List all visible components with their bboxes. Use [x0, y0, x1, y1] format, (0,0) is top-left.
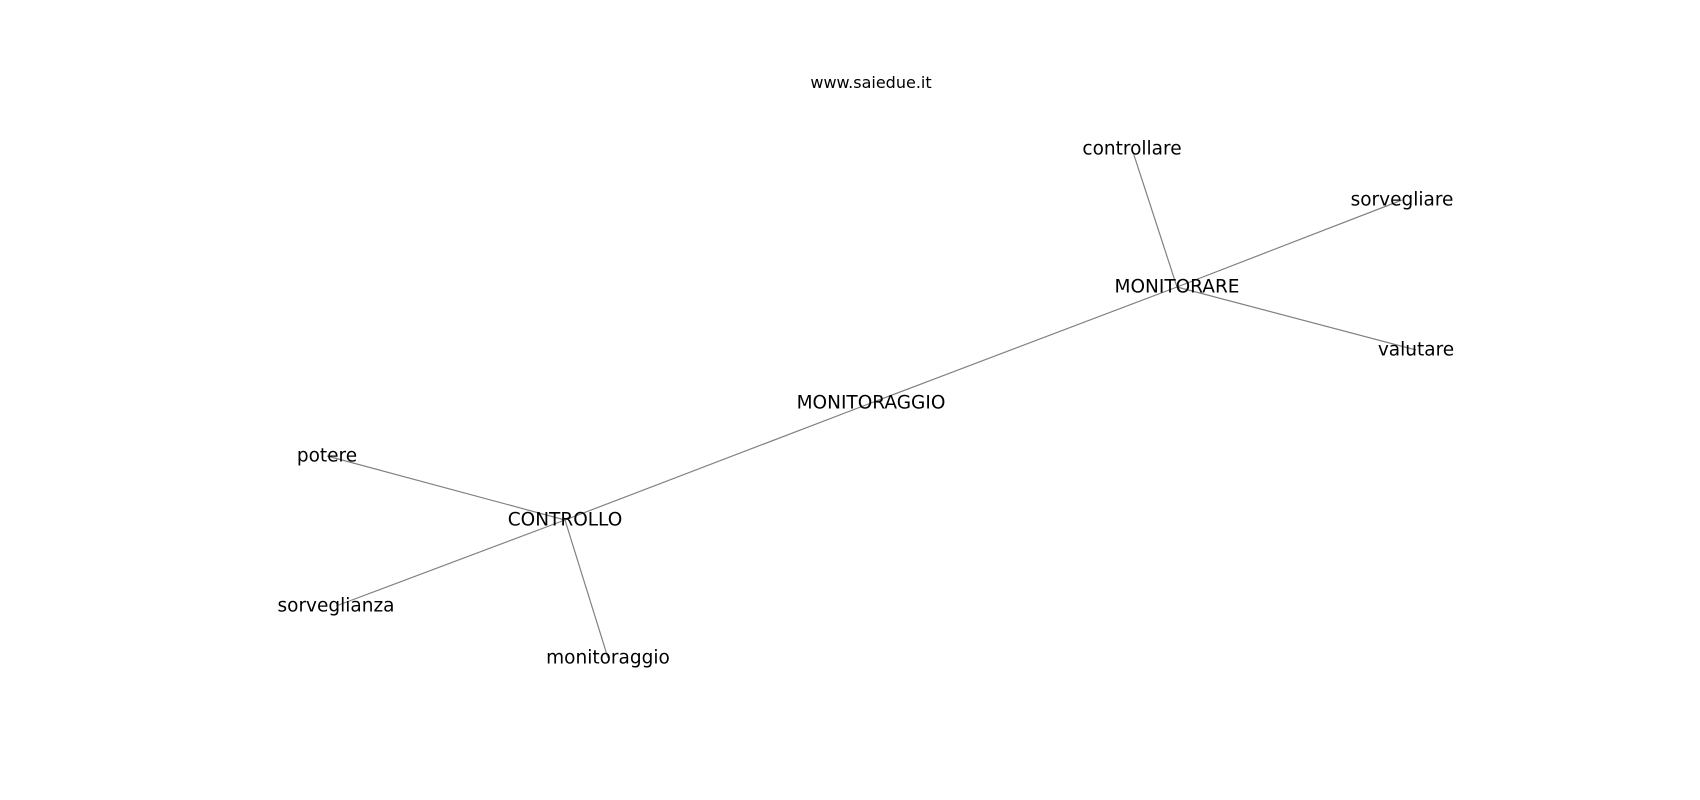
edge-controllo-potere — [326, 455, 566, 521]
node-label-sorveglianza: sorveglianza — [277, 596, 394, 617]
edge-monitorare-valutare — [1176, 286, 1417, 351]
edge-monitorare-sorvegliare — [1176, 199, 1403, 288]
node-label-controllo: CONTROLLO — [508, 510, 623, 531]
edges-group — [326, 148, 1417, 659]
node-label-potere: potere — [297, 446, 357, 467]
edge-controllo-sorveglianza — [335, 519, 566, 607]
node-label-valutare: valutare — [1378, 340, 1454, 361]
node-label-sorvegliare: sorvegliare — [1351, 190, 1454, 211]
node-label-monitoraggio_leaf: monitoraggio — [546, 648, 670, 669]
edge-monitoraggio_center-monitorare — [870, 286, 1178, 404]
node-labels-group: MONITORAGGIO MONITORARE CONTROLLO controlla… — [277, 139, 1454, 669]
node-label-monitoraggio_center: MONITORAGGIO — [797, 393, 946, 414]
node-label-controllare: controllare — [1082, 139, 1181, 160]
watermark-text: www.saiedue.it — [810, 73, 931, 92]
node-label-monitorare: MONITORARE — [1115, 277, 1240, 298]
edge-controllo-monitoraggio_leaf — [564, 519, 609, 659]
edge-monitorare-controllare — [1131, 148, 1178, 288]
edge-monitoraggio_center-controllo — [564, 402, 872, 521]
